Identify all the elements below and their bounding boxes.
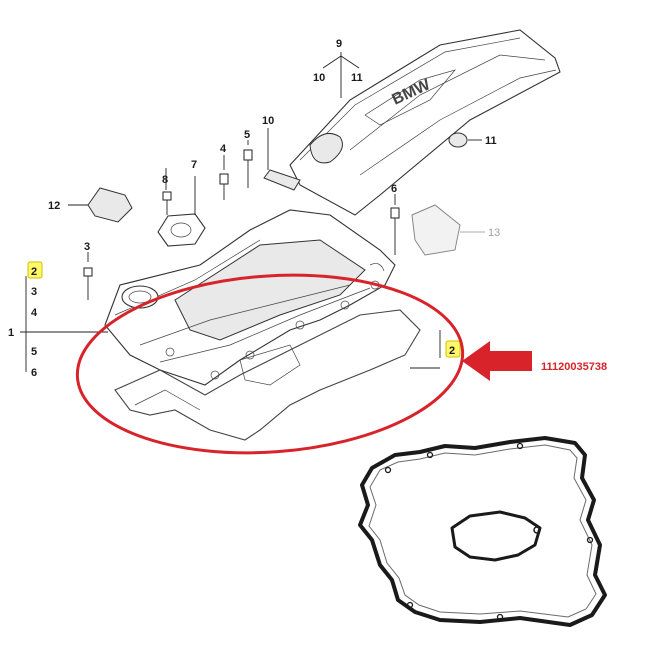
highlight-box-right <box>445 340 461 358</box>
part-13-bracket <box>411 204 461 256</box>
callout-3-list: 3 <box>31 286 37 298</box>
callout-13: 13 <box>488 227 500 239</box>
part-4-stud <box>219 173 229 200</box>
cylinder-head-cover <box>104 209 396 386</box>
callout-3-diagram: 3 <box>84 241 90 253</box>
callout-5: 5 <box>244 129 250 141</box>
part-10-sleeve <box>263 169 301 191</box>
red-highlight-ellipse <box>75 273 465 455</box>
callout-5-list: 5 <box>31 346 37 358</box>
callout-6-list: 6 <box>31 367 37 379</box>
callout-2-left: 2 <box>31 266 37 278</box>
part-7-flange <box>157 213 206 247</box>
callout-6: 6 <box>391 183 397 195</box>
part-12-cap <box>87 187 133 223</box>
gasket-photo <box>358 436 607 627</box>
gasket-diagram <box>114 309 421 441</box>
callout-11: 11 <box>485 135 497 147</box>
callout-labels: 9 10 11 10 5 11 4 7 8 6 12 13 3 2 3 4 1 … <box>8 38 500 379</box>
callout-2-right: 2 <box>449 345 455 357</box>
callout-9: 9 <box>336 38 342 50</box>
callout-7: 7 <box>191 159 197 171</box>
callout-4-list: 4 <box>31 307 38 319</box>
callout-4: 4 <box>220 143 227 155</box>
part-11-grommet <box>448 132 468 148</box>
callout-1: 1 <box>8 327 14 339</box>
callout-8: 8 <box>162 174 168 186</box>
leader-lines <box>20 52 485 372</box>
engine-cover: BMW <box>289 29 561 216</box>
red-arrow-icon <box>462 341 532 381</box>
callout-11-top: 11 <box>351 72 363 84</box>
part-6-stud <box>390 207 400 255</box>
part-5-stud <box>243 149 253 188</box>
highlight-box-left <box>27 261 43 279</box>
callout-10-top: 10 <box>313 72 325 84</box>
part-number-label: 11120035738 <box>541 361 607 373</box>
callout-12: 12 <box>48 200 60 212</box>
callout-10: 10 <box>262 115 274 127</box>
part-8-bolt <box>162 191 172 215</box>
part-3-bolt <box>83 267 93 300</box>
